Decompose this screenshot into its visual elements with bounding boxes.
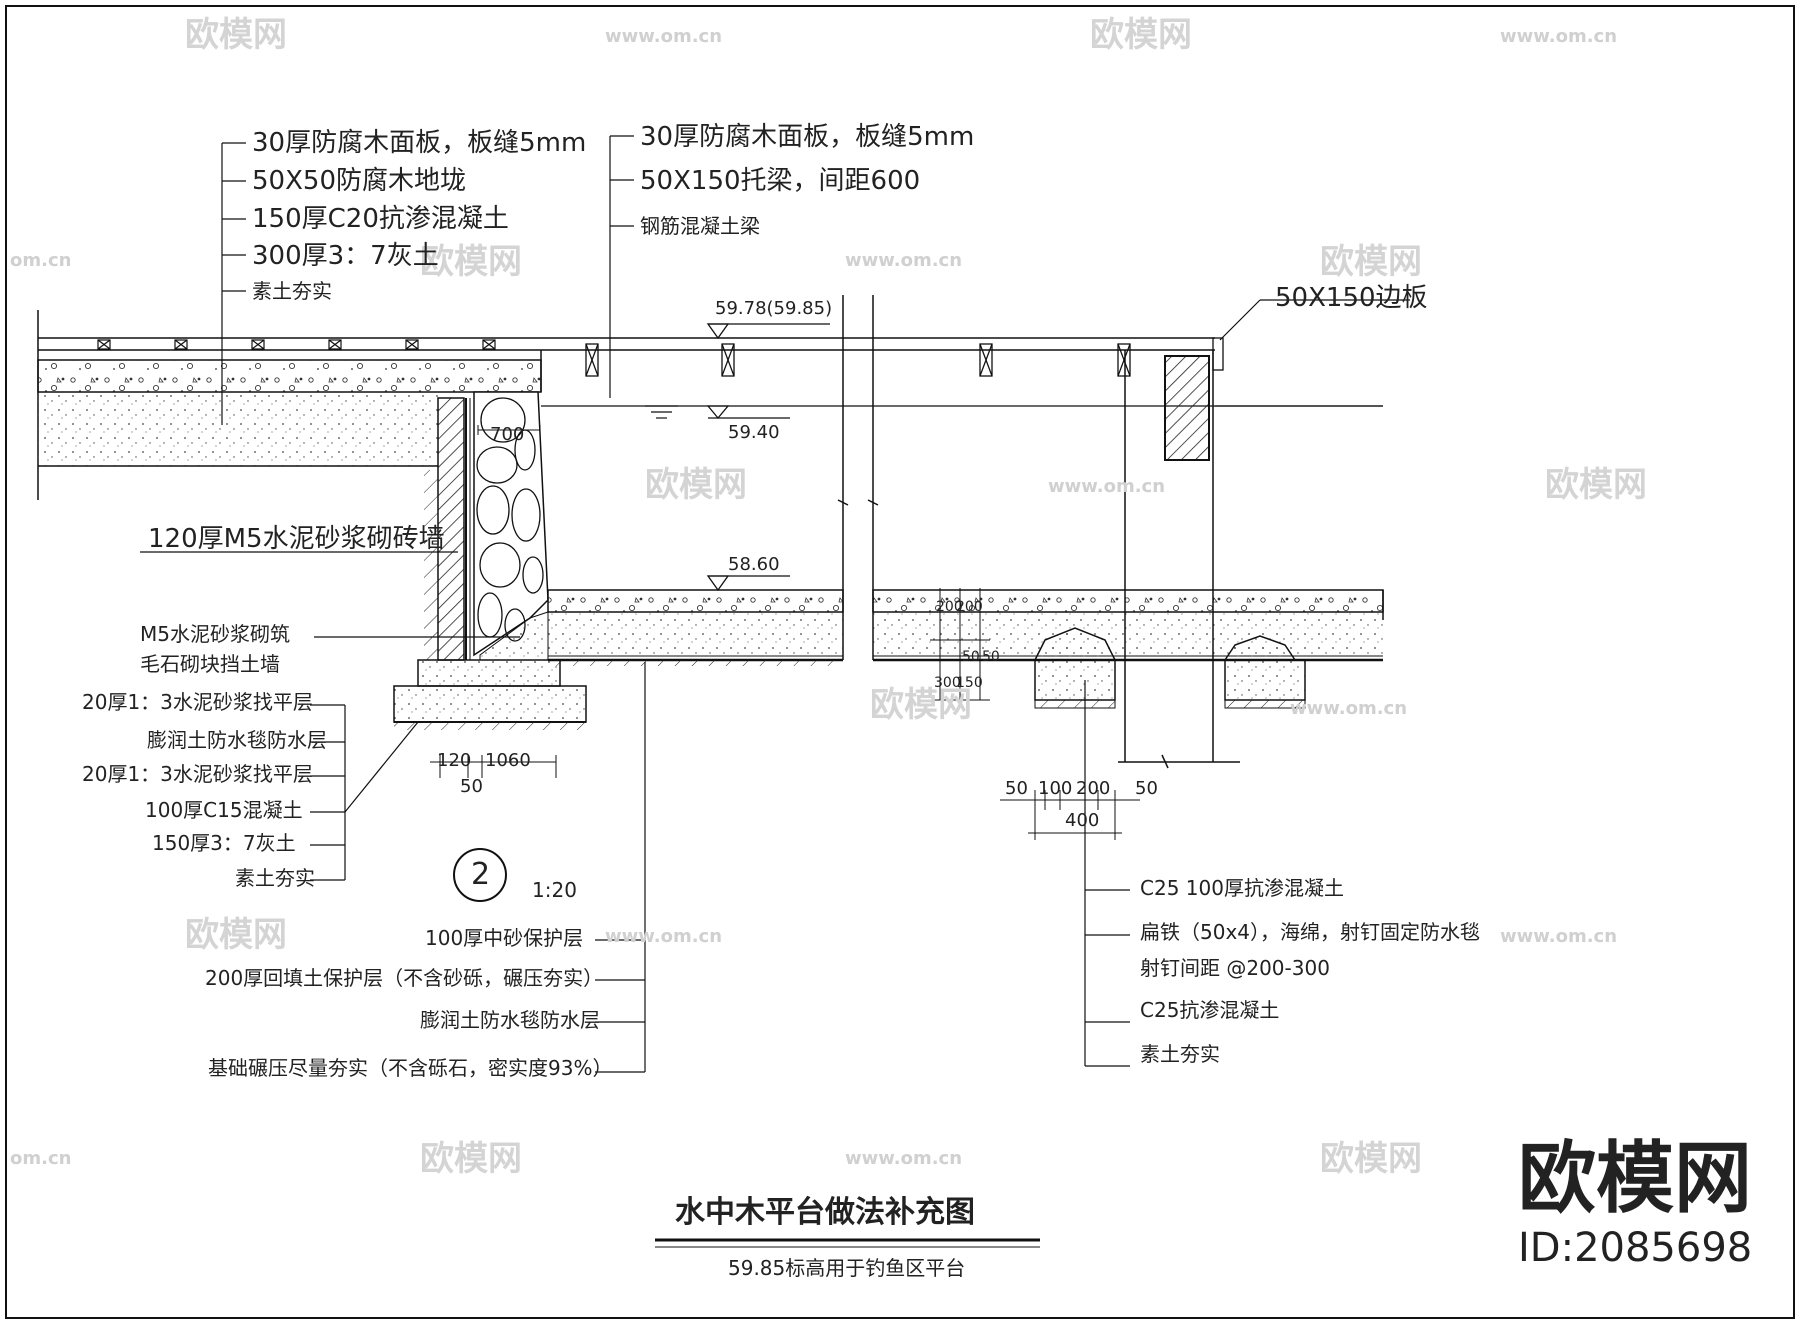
- detail-scale: 1:20: [532, 878, 577, 902]
- label-edge-board: 50X150边板: [1275, 283, 1428, 313]
- watermark-brand: 欧模网: [420, 1139, 522, 1179]
- label-footing-5: 150厚3：7灰土: [152, 831, 296, 855]
- dim-trench-100: 100: [1038, 778, 1073, 799]
- label-foundation: 基础碾压尽量夯实（不含砾石，密实度93%）: [208, 1056, 613, 1080]
- watermark-brand: 欧模网: [870, 685, 972, 725]
- watermark-url: www.om.cn: [845, 250, 963, 271]
- watermark-url: www.om.cn: [1290, 698, 1408, 719]
- label-footing-4: 100厚C15混凝土: [145, 798, 303, 822]
- watermark-brand: 欧模网: [645, 465, 747, 505]
- watermark-brand: 欧模网: [185, 15, 287, 55]
- watermark-url: www.om.cn: [1500, 26, 1618, 47]
- dim-foot-b: 1060: [485, 750, 531, 771]
- label-flat-iron: 扁铁（50x4），海绵，射钉固定防水毯: [1140, 920, 1481, 944]
- dim-v-300: 300: [934, 675, 961, 691]
- brand-logo-text: 欧模网: [1518, 1134, 1753, 1224]
- label-compacted-soil: 素土夯实: [252, 279, 332, 303]
- dim-trench-400: 400: [1065, 810, 1100, 831]
- watermark-brand: 欧模网: [1545, 465, 1647, 505]
- dim-v-50a: 50: [962, 649, 980, 665]
- label-footing-3: 20厚1：3水泥砂浆找平层: [82, 762, 313, 786]
- label-wood-joist: 50X50防腐木地垅: [252, 166, 466, 196]
- dim-foot-a: 120: [437, 750, 472, 771]
- label-c25: C25抗渗混凝土: [1140, 998, 1280, 1022]
- label-rc-beam: 钢筋混凝土梁: [640, 214, 760, 238]
- label-compacted-soil-right: 素土夯实: [1140, 1042, 1220, 1066]
- level-deck: 59.78(59.85): [715, 298, 833, 319]
- watermark-brand: 欧模网: [420, 242, 522, 282]
- page-title: 水中木平台做法补充图: [675, 1195, 975, 1230]
- label-joist-beam: 50X150托梁，间距600: [640, 166, 921, 196]
- watermark-brand: 欧模网: [1320, 1139, 1422, 1179]
- dim-trench-50b: 50: [1135, 778, 1158, 799]
- label-c25-100: C25 100厚抗渗混凝土: [1140, 876, 1344, 900]
- watermark-brand: 欧模网: [1090, 15, 1192, 55]
- dim-foot-c: 50: [460, 776, 483, 797]
- page-subtitle: 59.85标高用于钓鱼区平台: [728, 1256, 966, 1280]
- label-backfill: 200厚回填土保护层（不含砂砾，碾压夯实）: [205, 966, 604, 990]
- dim-v-50b: 50: [982, 649, 1000, 665]
- dim-v-200a: 200: [936, 599, 963, 615]
- label-nail-spacing: 射钉间距 @200-300: [1140, 956, 1330, 980]
- label-deck-board-water: 30厚防腐木面板，板缝5mm: [640, 122, 975, 152]
- watermark-url: www.om.cn: [845, 1148, 963, 1169]
- dim-trench-200: 200: [1076, 778, 1111, 799]
- level-water: 59.40: [728, 422, 780, 443]
- dim-v-200b: 200: [956, 599, 983, 615]
- level-bottom: 58.60: [728, 554, 780, 575]
- detail-number: 2: [471, 857, 491, 892]
- watermark-url: www.om.cn: [1048, 476, 1166, 497]
- watermark-brand: 欧模网: [1320, 242, 1422, 282]
- label-footing-2: 膨润土防水毯防水层: [147, 728, 327, 752]
- label-lime-soil: 300厚3：7灰土: [252, 241, 439, 271]
- label-sand-protect: 100厚中砂保护层: [425, 926, 584, 950]
- watermark-url: om.cn: [10, 250, 72, 271]
- label-retaining-2: 毛石砌块挡土墙: [140, 652, 280, 676]
- label-footing-1: 20厚1：3水泥砂浆找平层: [82, 690, 313, 714]
- label-brick-wall: 120厚M5水泥砂浆砌砖墙: [148, 524, 445, 554]
- watermark-url: www.om.cn: [605, 26, 723, 47]
- dim-700: 700: [490, 424, 525, 445]
- dim-trench-50a: 50: [1005, 778, 1028, 799]
- watermark-url: www.om.cn: [1500, 926, 1618, 947]
- label-retaining-1: M5水泥砂浆砌筑: [140, 622, 290, 646]
- label-footing-6: 素土夯实: [235, 866, 315, 890]
- watermark-brand: 欧模网: [185, 915, 287, 955]
- watermark-url: om.cn: [10, 1148, 72, 1169]
- label-deck-board: 30厚防腐木面板，板缝5mm: [252, 128, 587, 158]
- label-c20-concrete: 150厚C20抗渗混凝土: [252, 204, 509, 234]
- watermark-url: www.om.cn: [605, 926, 723, 947]
- brand-id: ID:2085698: [1518, 1225, 1753, 1271]
- label-bentonite: 膨润土防水毯防水层: [420, 1008, 600, 1032]
- dim-v-150: 150: [956, 675, 983, 691]
